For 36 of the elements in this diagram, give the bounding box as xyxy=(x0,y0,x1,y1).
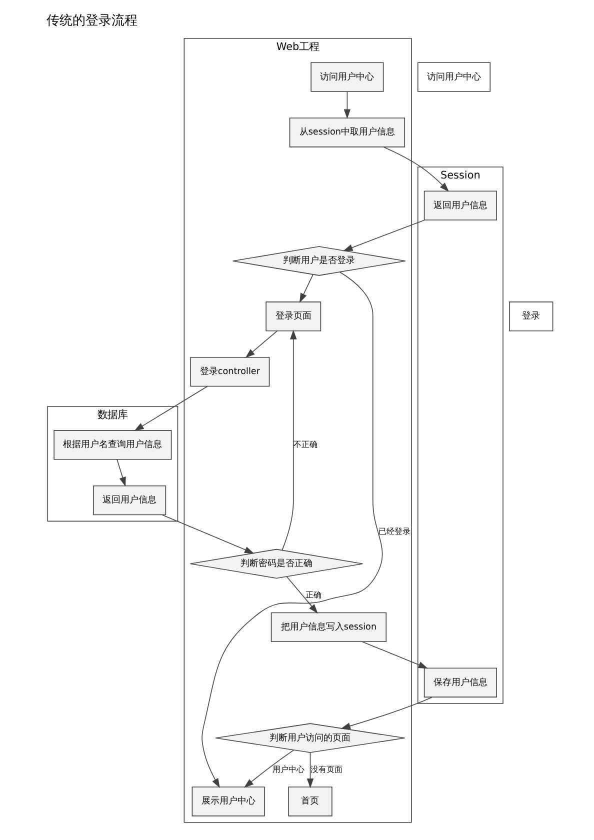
node-box: 访问用户中心 xyxy=(417,62,491,92)
arrow xyxy=(344,91,351,119)
arrow xyxy=(343,220,425,252)
arrow xyxy=(362,641,428,669)
arrow xyxy=(202,272,383,788)
node-box: 把用户信息写入session xyxy=(270,612,387,642)
edge-label: 用户中心 xyxy=(272,764,305,774)
arrow xyxy=(134,386,208,431)
arrow xyxy=(162,514,254,554)
node-box: 登录controller xyxy=(190,356,270,387)
arrow xyxy=(299,274,314,303)
edge-label: 正确 xyxy=(305,590,322,600)
edge-label: 不正确 xyxy=(293,440,318,449)
arrow xyxy=(340,696,433,730)
node-diamond: 判断密码是否正确 xyxy=(190,548,364,579)
arrow xyxy=(244,750,294,788)
arrow xyxy=(245,330,278,358)
arrow xyxy=(116,459,126,487)
arrow xyxy=(282,330,297,551)
arrow xyxy=(286,576,318,614)
edge-label: 没有页面 xyxy=(310,764,342,774)
node-box: 登录 xyxy=(509,302,554,332)
node-box: 返回用户信息 xyxy=(424,190,497,220)
node-box: 根据用户名查询用户信息 xyxy=(54,430,172,460)
node-box: 保存用户信息 xyxy=(424,668,497,698)
node-box: 登录页面 xyxy=(266,302,322,332)
node-diamond: 判断用户是否登录 xyxy=(232,246,406,276)
node-box: 返回用户信息 xyxy=(93,485,166,516)
arrow xyxy=(383,146,450,192)
diagram-title: 传统的登录流程 xyxy=(46,14,138,29)
arrow xyxy=(306,752,314,788)
node-box: 从session中取用户信息 xyxy=(289,118,406,148)
node-box: 首页 xyxy=(288,786,332,816)
edge-label: 已经登录 xyxy=(378,527,411,536)
node-box: 访问用户中心 xyxy=(310,62,384,92)
node-box: 展示用户中心 xyxy=(192,786,265,816)
